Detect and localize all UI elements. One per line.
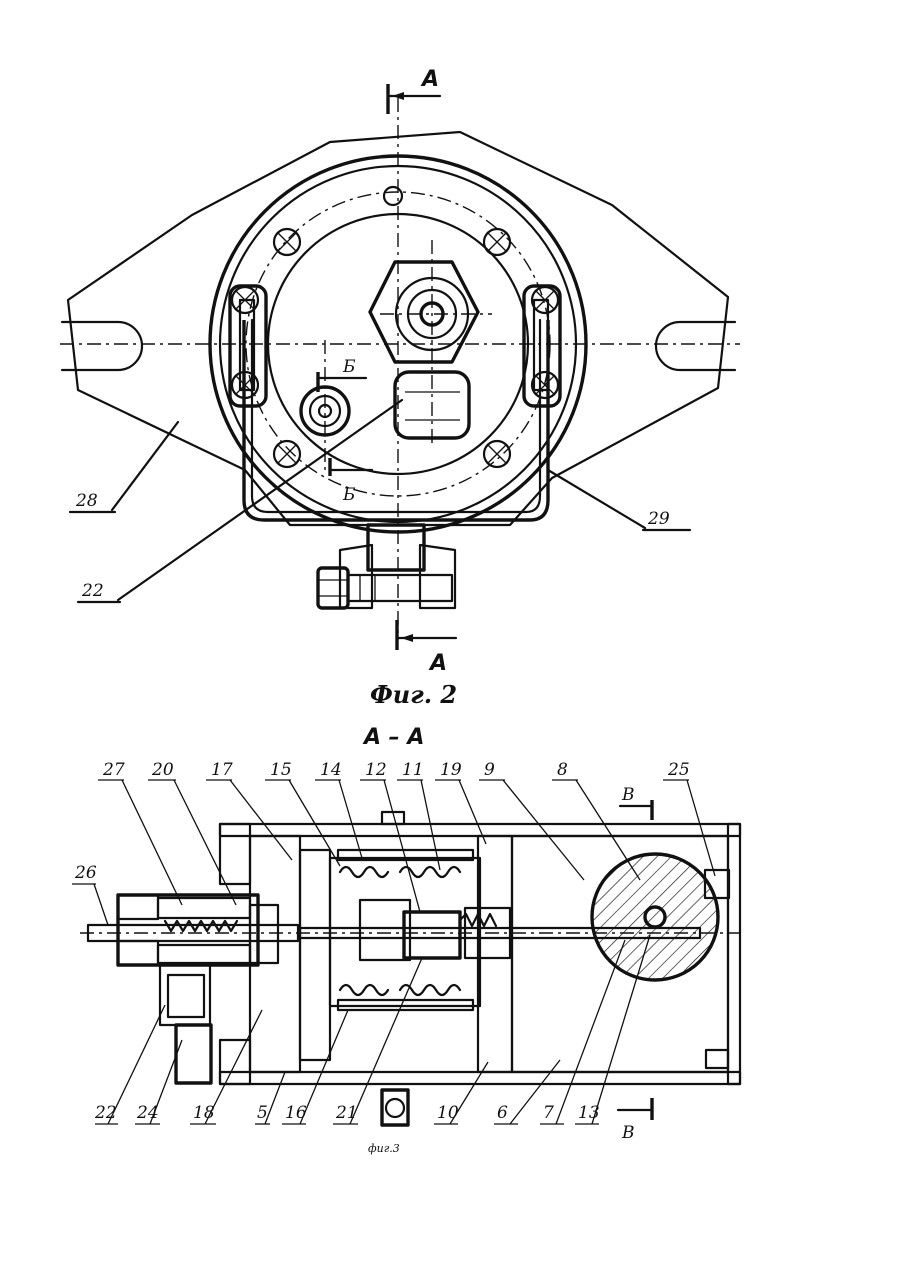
section-title: А – А <box>362 725 424 750</box>
bottom-label: 24 <box>136 1103 159 1123</box>
top-label: 12 <box>365 760 387 780</box>
top-label: 11 <box>402 760 424 780</box>
label-28: 28 <box>75 491 98 511</box>
top-label: 19 <box>440 760 462 780</box>
top-label: 17 <box>211 760 233 780</box>
section-b-bottom-letter: Б <box>342 485 356 505</box>
top-label: 25 <box>667 760 690 780</box>
section-mark-b: Б Б <box>318 357 372 505</box>
section-mark-a-bottom: А <box>397 620 456 676</box>
top-label: 14 <box>320 760 342 780</box>
bottom-label: 10 <box>437 1103 459 1123</box>
bottom-label: 7 <box>543 1103 554 1123</box>
figure-3-caption: фиг.3 <box>368 1142 400 1155</box>
inner-bushing <box>300 850 330 1060</box>
side-fitting <box>160 965 211 1083</box>
label-22: 22 <box>81 581 104 601</box>
top-label: 9 <box>484 760 495 780</box>
label-26: 26 <box>74 863 97 883</box>
top-label: 20 <box>151 760 174 780</box>
section-a-bottom-letter: А <box>428 651 447 676</box>
bottom-label: 16 <box>285 1103 307 1123</box>
section-a-top-letter: А <box>420 67 439 92</box>
section-v-bottom-letter: В <box>621 1123 635 1143</box>
main-shaft <box>80 925 740 941</box>
section-b-top-letter: Б <box>342 357 356 377</box>
bottom-label: 18 <box>193 1103 215 1123</box>
bottom-bracket <box>318 525 455 608</box>
figure-3-section-view: А – А <box>72 725 740 1155</box>
top-label: 15 <box>270 760 292 780</box>
left-gland <box>118 895 278 965</box>
top-label: 8 <box>557 760 568 780</box>
section-mark-a-top: А <box>388 67 440 114</box>
intermediate-plate <box>478 836 512 1072</box>
rotor-disc <box>592 854 718 980</box>
figure-2-front-view: А А Б Б 28 22 29 Фиг. 2 <box>60 67 740 709</box>
bottom-stub <box>382 1090 408 1125</box>
central-nut <box>370 262 478 362</box>
bottom-label: 13 <box>578 1103 600 1123</box>
section-v-top-letter: В <box>621 785 635 805</box>
label-29: 29 <box>647 509 670 529</box>
figure-2-caption: Фиг. 2 <box>370 680 457 709</box>
top-label: 27 <box>102 760 125 780</box>
bottom-label: 6 <box>497 1103 508 1123</box>
